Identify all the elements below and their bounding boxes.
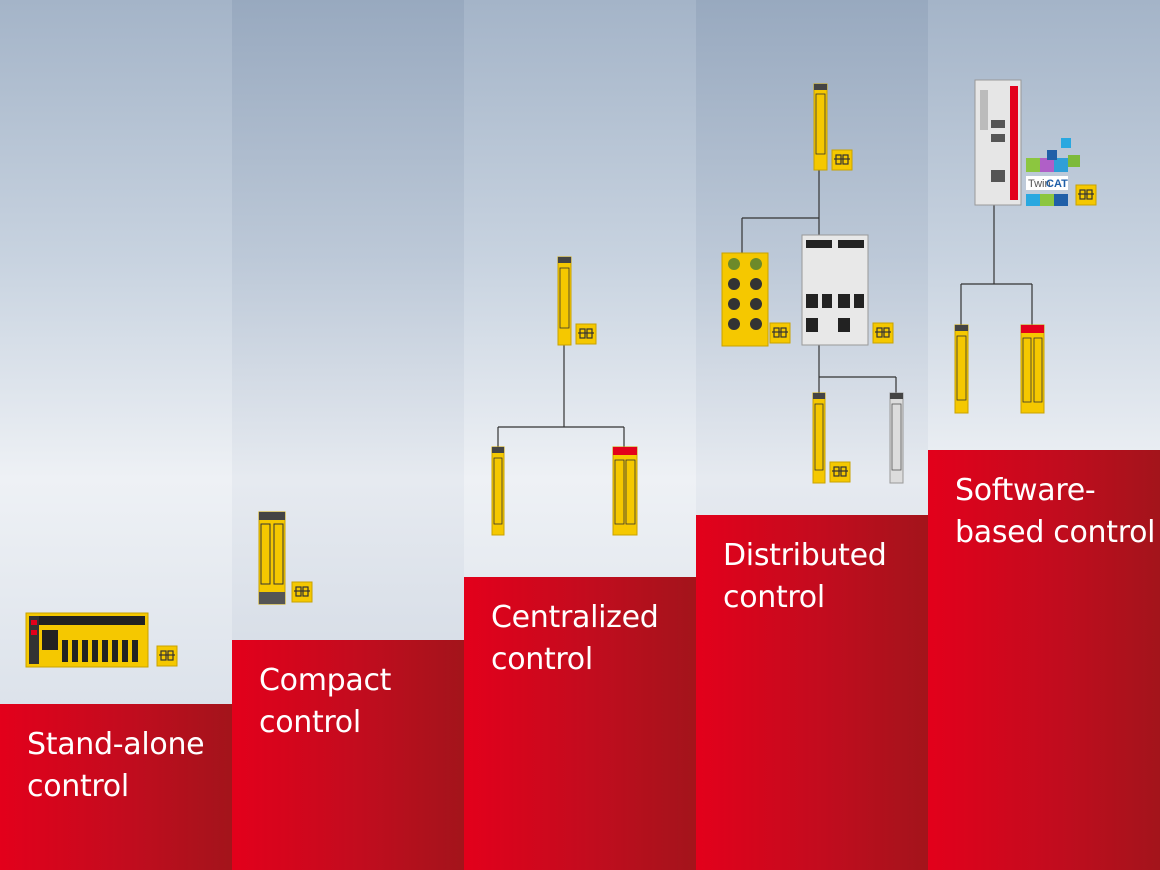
safety-terminal-module-double [1020, 324, 1045, 414]
label-panel: Stand-alone control [0, 704, 232, 870]
twincat-logo: Twin CAT [1026, 138, 1080, 206]
label-line-2: based control [955, 515, 1156, 550]
safety-controller-module [25, 612, 149, 668]
distributed-diagram [721, 83, 904, 484]
label-line-2: control [491, 642, 593, 677]
twincat-text-cat: CAT [1046, 178, 1068, 190]
label-panel: Distributed control [696, 515, 928, 870]
safety-logic-icon [575, 323, 597, 345]
label-line-2: control [723, 580, 825, 615]
safety-logic-icon [831, 149, 853, 171]
label-line-2: control [27, 769, 129, 804]
column-label: Distributed control [723, 535, 887, 619]
safety-logic-icon [291, 581, 313, 603]
stand-alone-diagram [25, 612, 178, 668]
column-distributed: Distributed control [696, 0, 928, 870]
safety-logic-icon [156, 645, 178, 667]
label-panel: Compact control [232, 640, 464, 870]
twincat-text-twin: Twin [1028, 178, 1051, 190]
industrial-pc [974, 79, 1022, 206]
standard-terminal-module [889, 392, 904, 484]
safety-terminal-module [813, 83, 828, 171]
label-panel: Software- based control [928, 450, 1160, 870]
label-line-1: Stand-alone [27, 727, 205, 762]
software-based-diagram: Twin CAT [954, 79, 1097, 414]
servo-drive-module [801, 234, 869, 346]
label-line-1: Distributed [723, 538, 887, 573]
terminal-module-pair [258, 511, 286, 605]
label-panel: Centralized control [464, 577, 696, 870]
io-terminal-module-double [612, 446, 638, 536]
safety-terminal-module [557, 256, 572, 346]
label-line-1: Compact [259, 663, 392, 698]
column-label: Centralized control [491, 597, 659, 681]
column-label: Compact control [259, 660, 391, 744]
column-centralized: Centralized control [464, 0, 696, 870]
column-label: Stand-alone control [27, 724, 205, 808]
column-compact: Compact control [232, 0, 464, 870]
safety-terminal-module [954, 324, 969, 414]
safety-logic-icon [872, 322, 894, 344]
label-line-1: Centralized [491, 600, 659, 635]
safety-logic-icon [829, 461, 851, 483]
column-label: Software- based control [955, 470, 1155, 554]
io-terminal-module [491, 446, 505, 536]
column-stand-alone: Stand-alone control [0, 0, 232, 870]
compact-diagram [258, 511, 313, 605]
label-line-2: control [259, 705, 361, 740]
label-line-1: Software- [955, 473, 1096, 508]
safety-logic-icon [769, 322, 791, 344]
centralized-diagram [491, 256, 638, 536]
safety-terminal-module [812, 392, 826, 484]
safety-logic-icon [1075, 184, 1097, 206]
ip67-box-module [721, 252, 769, 347]
column-software-based: Twin CAT Software- based control [928, 0, 1160, 870]
